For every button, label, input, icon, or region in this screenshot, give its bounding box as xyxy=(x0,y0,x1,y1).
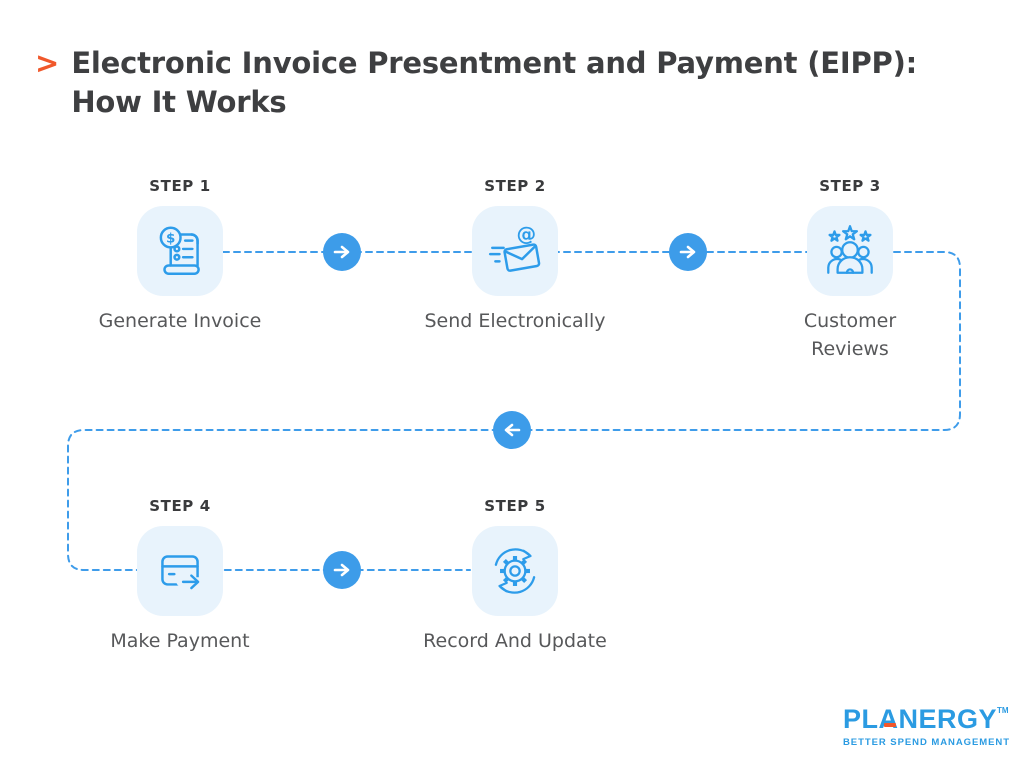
step-5-label: STEP 5 xyxy=(484,497,546,515)
step-3-icon-box xyxy=(807,206,893,296)
step-4-icon-box xyxy=(137,526,223,616)
customer-reviews-icon xyxy=(827,225,873,274)
step-5-icon-box xyxy=(472,526,558,616)
logo-name-text: PLANERGY xyxy=(843,704,998,734)
step-3-customer-reviews: STEP 3 Customer Reviews xyxy=(785,177,915,363)
step-2-icon-box: @ xyxy=(472,206,558,296)
arrow-right-icon xyxy=(333,245,350,259)
step-5-caption: Record And Update xyxy=(423,630,607,652)
arrow-left-icon xyxy=(504,423,521,437)
step-1-caption: Generate Invoice xyxy=(98,310,262,332)
logo-wordmark: PLANERGY xyxy=(843,704,997,735)
arrow-right-icon xyxy=(679,245,696,259)
step-5-record-and-update: STEP 5 Recor xyxy=(405,497,625,655)
svg-text:@: @ xyxy=(517,223,537,246)
step-3-caption: Customer Reviews xyxy=(803,310,897,360)
page-title: > Electronic Invoice Presentment and Pay… xyxy=(35,44,917,122)
title-text: Electronic Invoice Presentment and Payme… xyxy=(71,44,917,122)
logo-a-accent xyxy=(884,723,896,727)
logo-tagline: BETTER SPEND MANAGEMENT xyxy=(843,737,1010,748)
step-4-make-payment: STEP 4 Make Payment xyxy=(70,497,290,655)
record-update-icon xyxy=(494,548,536,594)
step-4-label: STEP 4 xyxy=(149,497,211,515)
connector-step3-step4 xyxy=(493,411,531,449)
step-2-send-electronically: STEP 2 @ Send Electronically xyxy=(405,177,625,335)
title-chevron-marker: > xyxy=(35,46,60,80)
send-email-icon: @ xyxy=(488,223,541,272)
step-1-icon-box: $ xyxy=(137,206,223,296)
step-1-generate-invoice: STEP 1 $ Generate Invoice xyxy=(70,177,290,335)
step-2-label: STEP 2 xyxy=(484,177,546,195)
payment-card-icon xyxy=(161,555,205,590)
title-line2: How It Works xyxy=(71,85,287,119)
connector-step2-step3 xyxy=(669,233,707,271)
step-3-label: STEP 3 xyxy=(819,177,881,195)
connector-step1-step2 xyxy=(323,233,361,271)
step-2-caption: Send Electronically xyxy=(424,310,606,332)
step-4-caption: Make Payment xyxy=(110,630,250,652)
step-1-label: STEP 1 xyxy=(149,177,211,195)
logo-trademark: TM xyxy=(997,706,1009,715)
arrow-right-icon xyxy=(333,563,350,577)
title-line1: Electronic Invoice Presentment and Payme… xyxy=(71,46,918,80)
connector-step4-step5 xyxy=(323,551,361,589)
svg-text:$: $ xyxy=(166,232,175,247)
invoice-icon: $ xyxy=(159,226,200,275)
